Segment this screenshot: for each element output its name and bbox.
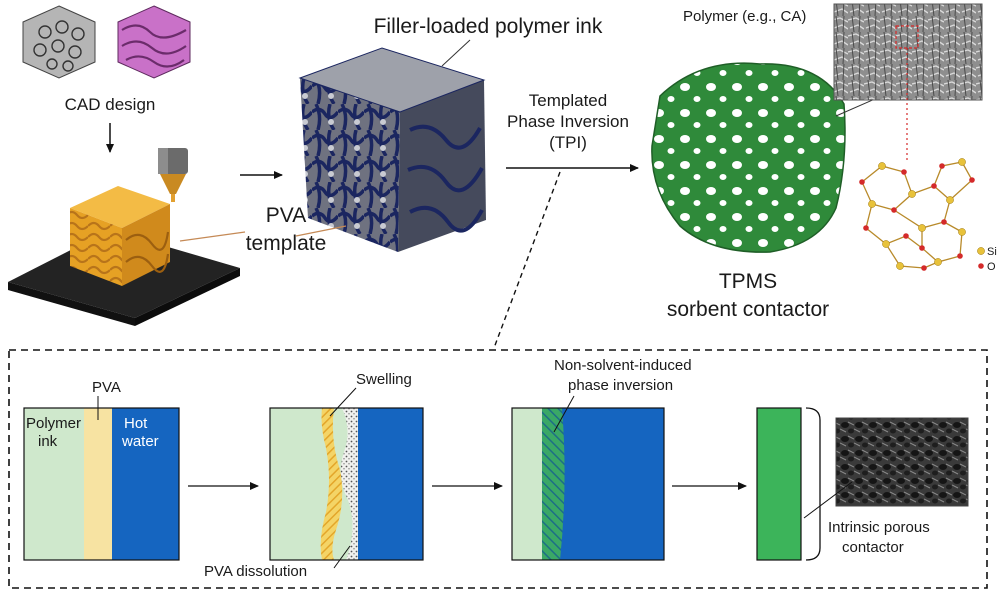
legend-o-label: O: [987, 261, 996, 273]
contactor-sem-image: [835, 417, 969, 507]
legend-si-icon: [977, 247, 985, 255]
nips-label-line1: Non-solvent-induced: [554, 357, 692, 374]
pva-printed-cube-icon: [70, 186, 170, 286]
hot-water-label-line2: water: [121, 433, 159, 450]
nips-leader: [553, 395, 575, 433]
dissolution-leader: [333, 545, 351, 569]
hot-water-label-line1: Hot: [124, 415, 148, 432]
nips-label-line2: phase inversion: [568, 377, 673, 394]
tpi-callout-dashed-line: [493, 171, 561, 349]
tpms-label-line1: TPMS: [719, 270, 777, 293]
tpms-gyroid-icon: [651, 62, 846, 253]
tpi-label-line2: Phase Inversion: [507, 112, 629, 131]
polymer-label: Polymer (e.g., CA): [683, 8, 806, 25]
tpi-label-line1: Templated: [529, 91, 607, 110]
tpi-label-line3: (TPI): [549, 133, 587, 152]
step1-panel: [23, 407, 180, 561]
ink-pva-leader: [295, 225, 347, 237]
process-detail-panel: [8, 349, 988, 589]
swelling-label: Swelling: [356, 371, 412, 388]
filler-ink-label: Filler-loaded polymer ink: [374, 15, 603, 38]
silica-network-icon: [859, 158, 975, 271]
legend-o-icon: [978, 263, 984, 269]
polymer-ink-label-line1: Polymer: [26, 415, 81, 432]
polymer-sem-image: [833, 3, 983, 101]
ink-label-leader: [441, 39, 471, 67]
print-nozzle-icon: [158, 148, 188, 202]
pva-label: PVA: [92, 379, 121, 396]
contactor-leader: [803, 481, 853, 519]
step2-panel: [269, 407, 424, 561]
cad-cube-gray-icon: [22, 5, 96, 79]
tpms-label-line2: sorbent contactor: [667, 298, 829, 321]
contactor-label-line1: Intrinsic porous: [828, 519, 930, 536]
swelling-leader: [329, 387, 357, 417]
step3-panel: [511, 407, 665, 561]
ink-filled-cube-icon: [298, 47, 486, 252]
pva-template-leader: [179, 231, 246, 242]
legend-si-label: Si: [987, 246, 997, 258]
cad-cube-pink-icon: [117, 5, 191, 79]
porous-contactor-block: [756, 407, 802, 561]
pva-template-label-line2: template: [246, 232, 327, 255]
pva-template-label-line1: PVA: [266, 204, 306, 227]
pva-dissolution-label: PVA dissolution: [204, 563, 307, 580]
contactor-label-line2: contactor: [842, 539, 904, 556]
contactor-bracket: [805, 407, 821, 561]
cad-design-label: CAD design: [65, 95, 156, 114]
polymer-ink-label-line2: ink: [38, 433, 58, 450]
